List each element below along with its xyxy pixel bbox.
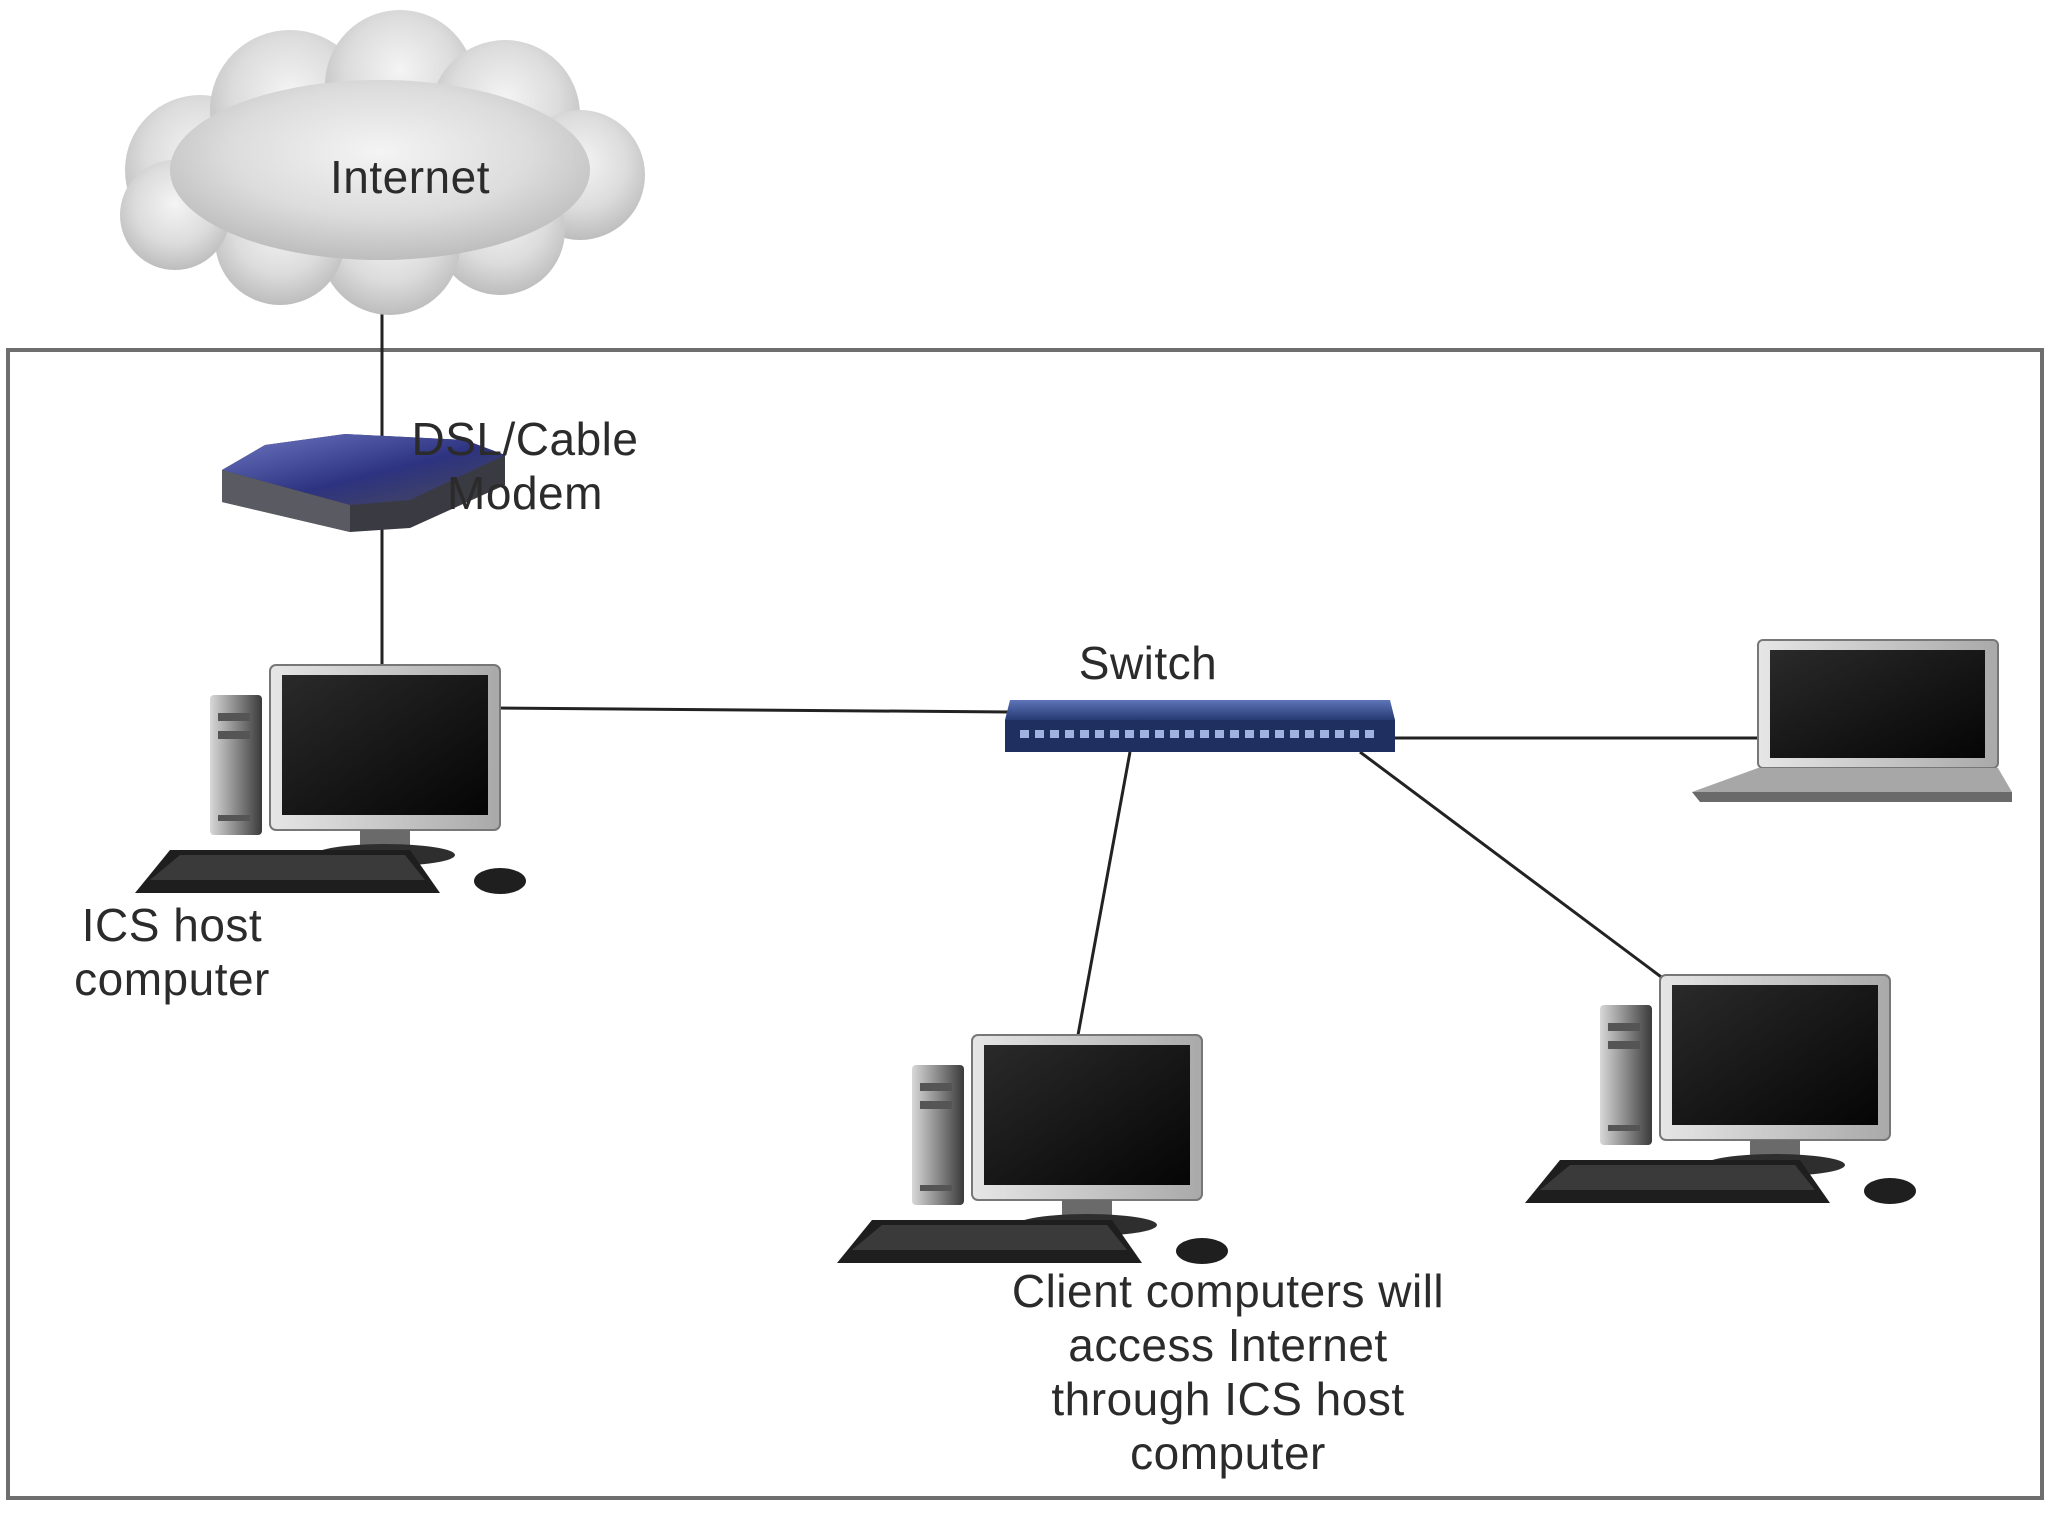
switch-port	[1290, 730, 1299, 738]
switch-port	[1140, 730, 1149, 738]
ics-host-computer-icon	[134, 664, 527, 895]
switch-port	[1365, 730, 1374, 738]
link-host-to-switch	[494, 706, 1011, 714]
modem-icon	[222, 434, 505, 532]
link-switch-to-client_1	[1076, 751, 1132, 1036]
switch-port	[1125, 730, 1134, 738]
modem-label-line-2: Modem	[447, 467, 603, 519]
switch-label: Switch	[1078, 637, 1218, 689]
switch-port	[1215, 730, 1224, 738]
switch-port	[1065, 730, 1074, 738]
switch-port	[1245, 730, 1254, 738]
client-computer-2-icon	[1524, 974, 1917, 1205]
switch-port	[1320, 730, 1329, 738]
switch-port	[1230, 730, 1239, 738]
switch-port	[1185, 730, 1194, 738]
switch-port	[1035, 730, 1044, 738]
link-switch-to-client_2	[1359, 750, 1673, 987]
clients-caption-line-3: through ICS host	[1051, 1373, 1405, 1425]
connection-lines	[380, 270, 1760, 1036]
client-computer-1-icon	[836, 1034, 1229, 1265]
modem-label: DSL/Cable Modem	[412, 412, 639, 520]
clients-caption-line-2: access Internet	[1068, 1319, 1388, 1371]
switch-port	[1020, 730, 1029, 738]
clients-caption-line-4: computer	[1130, 1427, 1326, 1479]
ics-host-label: ICS host computer	[74, 898, 270, 1006]
switch-port	[1335, 730, 1344, 738]
ics-host-label-line-1: ICS host	[81, 899, 263, 951]
clients-caption-line-1: Client computers will	[1011, 1265, 1445, 1317]
switch-port	[1155, 730, 1164, 738]
switch-port	[1200, 730, 1209, 738]
modem-label-line-1: DSL/Cable	[411, 413, 639, 465]
switch-port	[1170, 730, 1179, 738]
switch-port	[1275, 730, 1284, 738]
switch-port	[1110, 730, 1119, 738]
switch-port	[1095, 730, 1104, 738]
ics-host-label-line-2: computer	[74, 953, 270, 1005]
laptop-icon	[1692, 639, 2012, 802]
switch-port	[1350, 730, 1359, 738]
network-boundary	[6, 348, 2044, 1500]
cloud-icon	[120, 10, 645, 315]
switch-port	[1260, 730, 1269, 738]
clients-caption: Client computers will access Internet th…	[1012, 1264, 1444, 1480]
switch-port	[1080, 730, 1089, 738]
switch-port	[1050, 730, 1059, 738]
switch-icon	[1005, 700, 1395, 752]
internet-label: Internet	[330, 151, 490, 203]
switch-port	[1305, 730, 1314, 738]
